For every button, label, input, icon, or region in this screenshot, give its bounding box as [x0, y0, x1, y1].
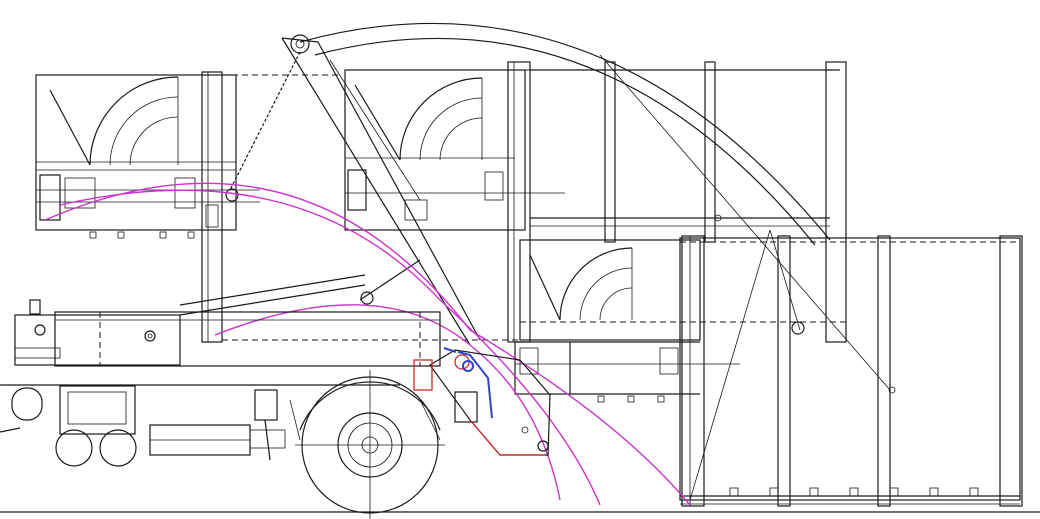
suspension-brackets	[254, 389, 478, 461]
lifting-chain	[225, 51, 301, 202]
lifting-arm	[281, 34, 481, 346]
hydraulic-cylinder	[179, 259, 421, 316]
truck-chassis	[0, 299, 441, 386]
rear-wheels	[55, 424, 286, 467]
swing-arc-track	[299, 22, 891, 501]
rear-bumper	[0, 385, 136, 435]
trajectory-arcs	[44, 182, 691, 506]
hydraulic-lines-blue	[443, 347, 493, 419]
frame-posts-left	[201, 71, 520, 343]
skip-container-ground-position	[679, 235, 1023, 507]
main-wheel	[295, 370, 445, 519]
skip-container-position-3	[514, 239, 850, 403]
frame-right-upper	[530, 61, 847, 343]
skip-container-position-1	[35, 74, 260, 239]
skip-container-position-2	[344, 61, 840, 343]
